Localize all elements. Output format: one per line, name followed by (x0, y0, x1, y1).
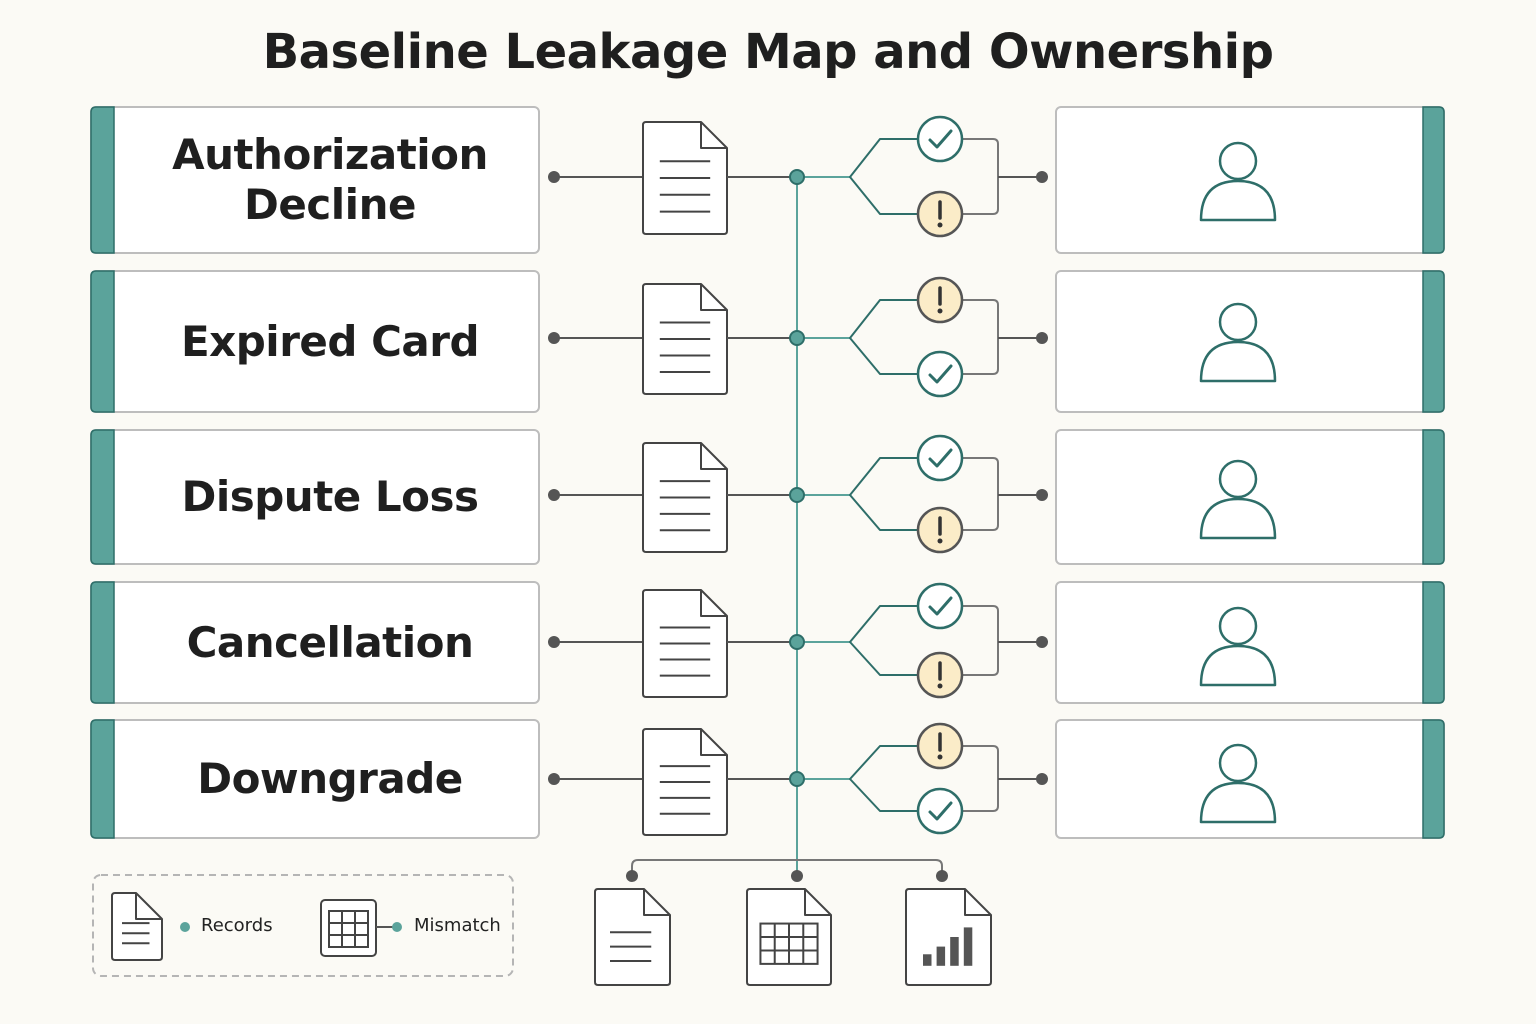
junction-dot (789, 169, 805, 185)
legend-mismatch-label: Mismatch (414, 915, 501, 936)
row-label-authorization-decline: Authorization Decline (172, 130, 488, 229)
connector-dot (1036, 636, 1048, 648)
connector-dot (1036, 773, 1048, 785)
exclamation-circle-icon (916, 276, 964, 324)
branch-bracket (962, 605, 999, 676)
junction-dot (789, 634, 805, 650)
person-icon (1199, 743, 1277, 824)
branch-fork (849, 457, 917, 531)
document-icon (642, 728, 728, 836)
row-downgrade (90, 719, 1445, 839)
legend-table-icon (320, 899, 377, 957)
connector-dot (1036, 332, 1048, 344)
junction-dot (789, 330, 805, 346)
branch-bracket (962, 457, 999, 531)
branch-fork (849, 605, 917, 676)
owner-accent-bar (1422, 270, 1445, 413)
connector-dot (1036, 489, 1048, 501)
person-icon (1199, 606, 1277, 687)
row-label-expired-card: Expired Card (180, 316, 480, 366)
owner-accent-bar (1422, 106, 1445, 254)
legend-records-dot (180, 922, 190, 932)
branch-bracket (962, 299, 999, 375)
check-circle-icon (916, 434, 964, 482)
owner-accent-bar (1422, 429, 1445, 565)
person-icon (1199, 302, 1277, 383)
row-label-cancellation: Cancellation (186, 617, 474, 667)
output-document-icon (594, 888, 671, 986)
check-circle-icon (916, 787, 964, 835)
owner-card (1055, 719, 1445, 839)
category-accent-bar (90, 429, 115, 565)
document-icon (642, 283, 728, 395)
row-authorization-decline (90, 106, 1445, 254)
owner-accent-bar (1422, 719, 1445, 839)
owner-card (1055, 270, 1445, 413)
output-bracket (631, 859, 943, 876)
legend-box (92, 874, 514, 977)
check-circle-icon (916, 582, 964, 630)
row-dispute-loss (90, 429, 1445, 565)
row-expired-card (90, 270, 1445, 413)
category-accent-bar (90, 270, 115, 413)
check-circle-icon (916, 115, 964, 163)
exclamation-circle-icon (916, 722, 964, 770)
exclamation-circle-icon (916, 190, 964, 238)
output-table-document-icon (746, 888, 832, 986)
branch-fork (849, 299, 917, 375)
connector-dot (791, 870, 803, 882)
category-accent-bar (90, 719, 115, 839)
legend-records-label: Records (201, 915, 273, 936)
exclamation-circle-icon (916, 651, 964, 699)
legend-mismatch-dot (392, 922, 402, 932)
branch-fork (849, 745, 917, 812)
connector-dot (1036, 171, 1048, 183)
category-accent-bar (90, 106, 115, 254)
connector-dot (626, 870, 638, 882)
legend-document-icon (111, 892, 163, 961)
page-title: Baseline Leakage Map and Ownership (262, 24, 1274, 80)
row-cancellation (90, 581, 1445, 704)
owner-card (1055, 429, 1445, 565)
exclamation-circle-icon (916, 506, 964, 554)
row-label-downgrade: Downgrade (197, 754, 463, 803)
document-icon (642, 589, 728, 698)
check-circle-icon (916, 350, 964, 398)
junction-dot (789, 771, 805, 787)
connector-dot (936, 870, 948, 882)
junction-dot (789, 487, 805, 503)
output-documents (594, 870, 992, 986)
person-icon (1199, 459, 1277, 540)
branch-bracket (962, 138, 999, 215)
category-accent-bar (90, 581, 115, 704)
person-icon (1199, 141, 1277, 222)
document-icon (642, 121, 728, 235)
branch-bracket (962, 745, 999, 812)
owner-accent-bar (1422, 581, 1445, 704)
legend (92, 874, 514, 977)
output-bar-chart-document-icon (905, 888, 992, 986)
branch-fork (849, 138, 917, 215)
central-trunk (631, 177, 943, 876)
owner-card (1055, 106, 1445, 254)
document-icon (642, 442, 728, 553)
leakage-rows (90, 106, 1445, 839)
row-label-dispute-loss: Dispute Loss (181, 472, 479, 521)
